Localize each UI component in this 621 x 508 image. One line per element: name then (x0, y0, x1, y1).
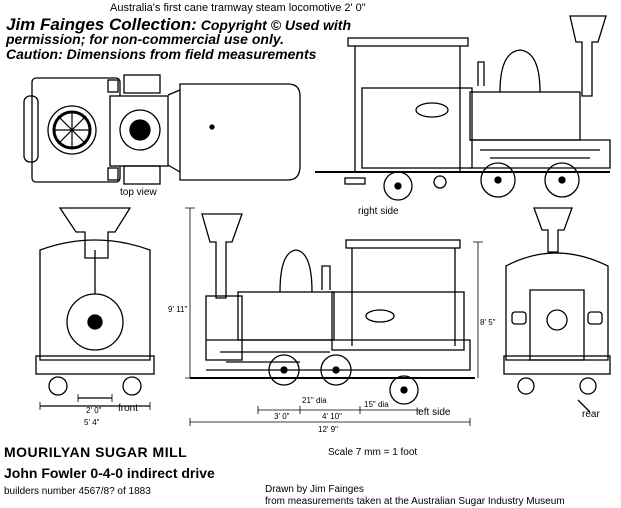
height-dimension-left: 9' 11" (168, 305, 188, 314)
collection-name: Jim Fainges Collection: (6, 15, 197, 34)
left-side-label: left side (416, 407, 451, 418)
right-side-drawing (315, 15, 611, 201)
dimension-4-10: 4' 10" (322, 412, 342, 421)
front-view-drawing (35, 207, 155, 410)
dimension-3-0: 3' 0" (274, 412, 290, 421)
right-side-label: right side (358, 206, 399, 217)
wheel-dia-15: 15" dia (364, 400, 389, 409)
header-title: Australia's first cane tramway steam loc… (110, 2, 366, 14)
builders-number: builders number 4567/8? of 1883 (4, 486, 151, 497)
top-view-label: top view (120, 187, 157, 198)
front-outer-dimension: 5' 4" (84, 418, 100, 427)
front-label: front (118, 403, 139, 414)
top-view-drawing (23, 74, 301, 185)
locomotive-description: John Fowler 0-4-0 indirect drive (4, 465, 215, 481)
left-side-drawing (185, 207, 483, 426)
mill-name: MOURILYAN SUGAR MILL (4, 444, 188, 460)
rear-view-drawing (503, 207, 611, 413)
wheel-dia-21: 21" dia (302, 396, 327, 405)
measurements-source: from measurements taken at the Australia… (265, 496, 565, 507)
copyright-line-3: Caution: Dimensions from field measureme… (6, 46, 317, 62)
overall-length-dimension: 12' 9" (318, 425, 338, 434)
height-dimension-right: 8' 5" (480, 318, 496, 327)
drawn-by: Drawn by Jim Fainges (265, 484, 364, 495)
copyright-notice: Copyright © Used with (200, 17, 352, 33)
copyright-line-1: Jim Fainges Collection: Copyright © Used… (6, 15, 352, 34)
scale-text: Scale 7 mm = 1 foot (328, 447, 418, 458)
copyright-line-2: permission; for non-commercial use only. (6, 31, 284, 47)
front-inner-dimension: 2' 0" (86, 406, 102, 415)
rear-label: rear (582, 409, 600, 420)
